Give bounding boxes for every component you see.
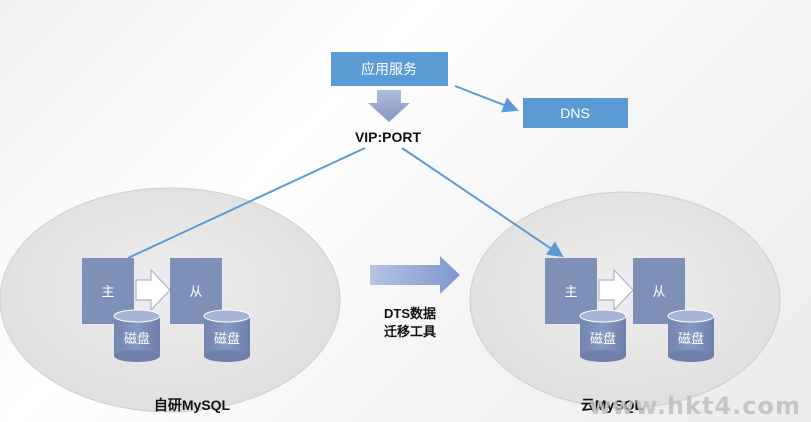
right-master-disk-label: 磁盘 <box>590 331 616 346</box>
left-slave-server: 从 <box>170 258 222 324</box>
right-slave-label: 从 <box>652 284 665 299</box>
app-service-box: 应用服务 <box>331 52 448 86</box>
migration-arrow-icon <box>370 256 460 294</box>
right-master-label: 主 <box>564 284 577 299</box>
migration-label-line2: 迁移工具 <box>384 324 436 339</box>
right-slave-disk-label: 磁盘 <box>678 331 704 346</box>
dns-label: DNS <box>560 105 590 121</box>
right-cluster-title: 云MySQL <box>581 397 644 413</box>
watermark-text: www.hkt4.com <box>588 392 801 420</box>
vip-to-right-master-line <box>401 147 564 258</box>
app-service-label: 应用服务 <box>361 61 417 77</box>
left-slave-label: 从 <box>189 284 202 299</box>
left-replication-arrow-icon <box>135 268 171 312</box>
migration-label-line1: DTS数据 <box>384 306 436 321</box>
right-replication-arrow-icon <box>598 268 634 312</box>
left-slave-disk-label: 磁盘 <box>214 331 240 346</box>
left-master-disk: 磁盘 <box>113 309 161 362</box>
vip-to-left-master-line <box>127 147 366 259</box>
down-arrow-icon <box>368 90 410 122</box>
right-slave-disk: 磁盘 <box>667 309 715 362</box>
dns-box: DNS <box>523 98 628 128</box>
left-cluster-title: 自研MySQL <box>154 397 231 413</box>
vip-port-label: VIP:PORT <box>355 129 422 145</box>
left-master-label: 主 <box>101 284 114 299</box>
app-to-dns-line <box>454 85 519 113</box>
left-master-disk-label: 磁盘 <box>124 331 150 346</box>
right-master-disk: 磁盘 <box>579 309 627 362</box>
left-slave-disk: 磁盘 <box>203 309 251 362</box>
